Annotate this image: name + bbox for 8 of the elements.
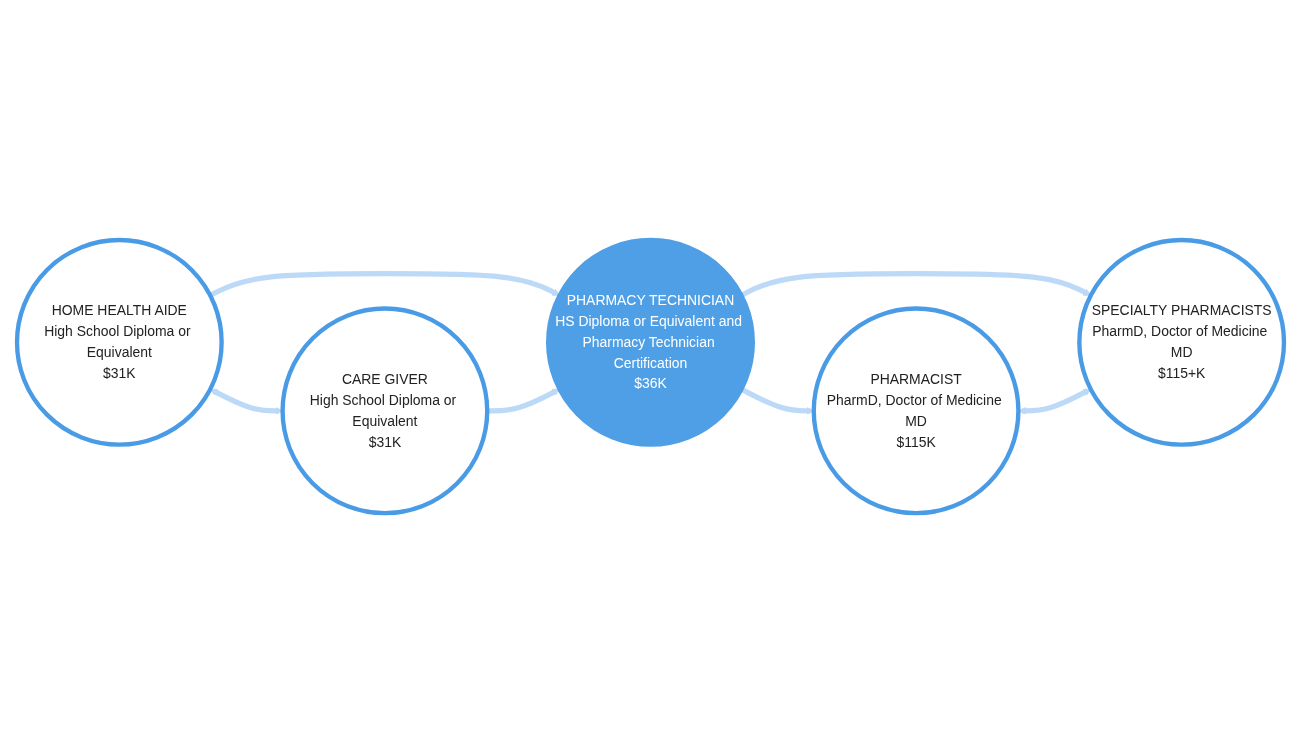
node-circle: CARE GIVER High School Diploma or Equivalent $31K: [280, 306, 490, 516]
arrow: [209, 271, 560, 298]
arrow: [740, 271, 1092, 298]
node-circle: PHARMACIST PharmD, Doctor of Medicine MD $115K: [811, 306, 1021, 516]
node-circle: SPECIALTY PHARMACISTS PharmD, Doctor of Medicine MD $115+K: [1077, 237, 1287, 447]
node-circle: PHARMACY TECHNICIAN HS Diploma or Equivalent and Pharmacy Technician Certification $36K: [546, 237, 755, 447]
arrow: [487, 388, 560, 414]
node-circle: HOME HEALTH AIDE High School Diploma or Equivalent $31K: [14, 237, 224, 447]
